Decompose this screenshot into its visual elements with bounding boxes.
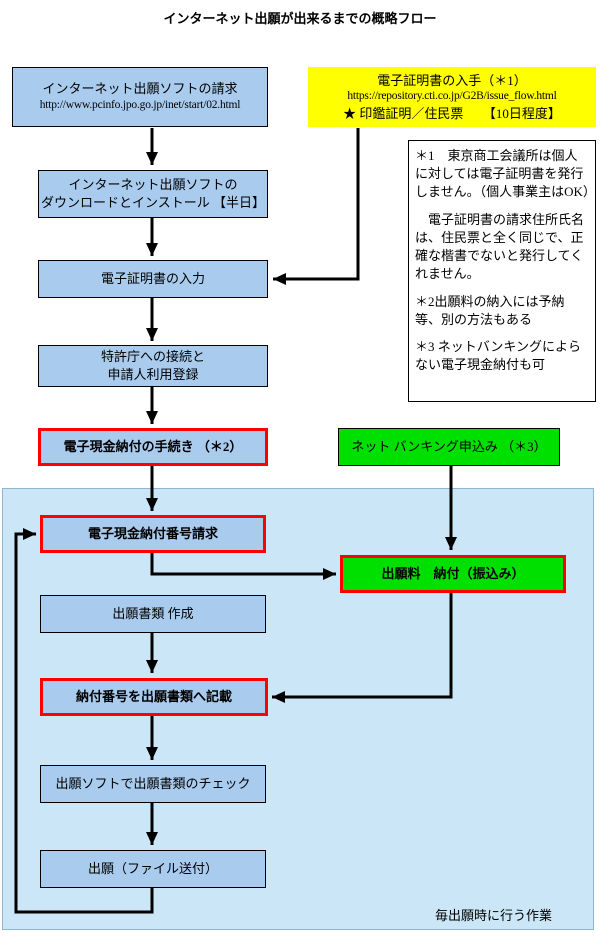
box-cert-obtain-label: 電子証明書の入手（＊1） [377, 72, 527, 88]
arrow-loop-submit-to-numberreq [14, 528, 154, 914]
box-jpo-connect-line1: 特許庁への接続と [100, 349, 205, 365]
box-doc-create-label: 出願書類 作成 [112, 606, 194, 622]
arrow-certobtain-to-certinput [273, 128, 360, 285]
box-software-request-url: http://www.pcinfo.jpo.go.jp/inet/start/0… [39, 99, 241, 112]
box-submit: 出願（ファイル送付） [40, 850, 266, 888]
side-note-p3: ＊2出願料の納入には予納等、別の方法もある [415, 293, 565, 327]
box-cert-input-label: 電子証明書の入力 [100, 271, 205, 287]
box-number-record-label: 納付番号を出願書類へ記載 [75, 689, 232, 705]
zone-label: 毎出願時に行う作業 [434, 908, 552, 923]
box-cert-obtain-note: ★ 印鑑証明／住民票 【10日程度】 [343, 105, 561, 121]
box-software-request: インターネット出願ソフトの請求 http://www.pcinfo.jpo.go… [12, 67, 268, 127]
page-title: インターネット出願が出来るまでの概略フロー [163, 11, 437, 26]
box-payment-number-request-label: 電子現金納付番号請求 [87, 526, 218, 542]
side-note-p2: 電子証明書の請求住所氏名は、住民票と全く同じで、正確な楷書でないと発行してくれま… [415, 211, 585, 281]
box-download-install-line2: ダウンロードとインストール 【半日】 [41, 195, 265, 210]
side-note-p4: ＊3 ネットバンキングによらない電子現金納付も可 [415, 339, 582, 373]
box-doc-check-label: 出願ソフトで出願書類のチェック [55, 776, 251, 792]
box-cert-obtain: 電子証明書の入手（＊1） https://repository.cti.co.j… [308, 67, 596, 127]
box-software-request-label: インターネット出願ソフトの請求 [42, 81, 238, 97]
box-fee-payment-label: 出願料 納付（振込み） [381, 566, 525, 582]
box-ecash-procedure-label: 電子現金納付の手続き （＊2） [63, 439, 243, 455]
box-cert-obtain-url: https://repository.cti.co.jp/G2B/issue_f… [347, 90, 557, 103]
box-download-install: インターネット出願ソフトの ダウンロードとインストール 【半日】 [38, 170, 268, 218]
box-download-install-line1: インターネット出願ソフトの [68, 177, 238, 193]
box-number-record: 納付番号を出願書類へ記載 [40, 678, 268, 716]
box-payment-number-request: 電子現金納付番号請求 [40, 515, 266, 553]
box-submit-label: 出願（ファイル送付） [87, 861, 218, 877]
box-ecash-procedure: 電子現金納付の手続き （＊2） [38, 428, 268, 466]
arrow-payment-to-record [272, 593, 453, 703]
box-netbank-apply-label: ネット バンキング申込み （＊3） [351, 439, 547, 455]
arrow-numberreq-to-payment [150, 553, 336, 580]
box-jpo-connect-line2: 申請人利用登録 [107, 367, 199, 382]
box-fee-payment: 出願料 納付（振込み） [340, 555, 566, 593]
box-doc-create: 出願書類 作成 [40, 595, 266, 633]
side-note-p1: ＊1 東京商工会議所は個人に対しては電子証明書を発行しません。（個人事業主はOK… [415, 148, 596, 199]
box-doc-check: 出願ソフトで出願書類のチェック [40, 765, 266, 803]
box-netbank-apply: ネット バンキング申込み （＊3） [338, 428, 560, 466]
box-cert-input: 電子証明書の入力 [38, 260, 268, 298]
side-note: ＊1 東京商工会議所は個人に対しては電子証明書を発行しません。（個人事業主はOK… [408, 140, 596, 402]
box-jpo-connect: 特許庁への接続と 申請人利用登録 [38, 345, 268, 387]
